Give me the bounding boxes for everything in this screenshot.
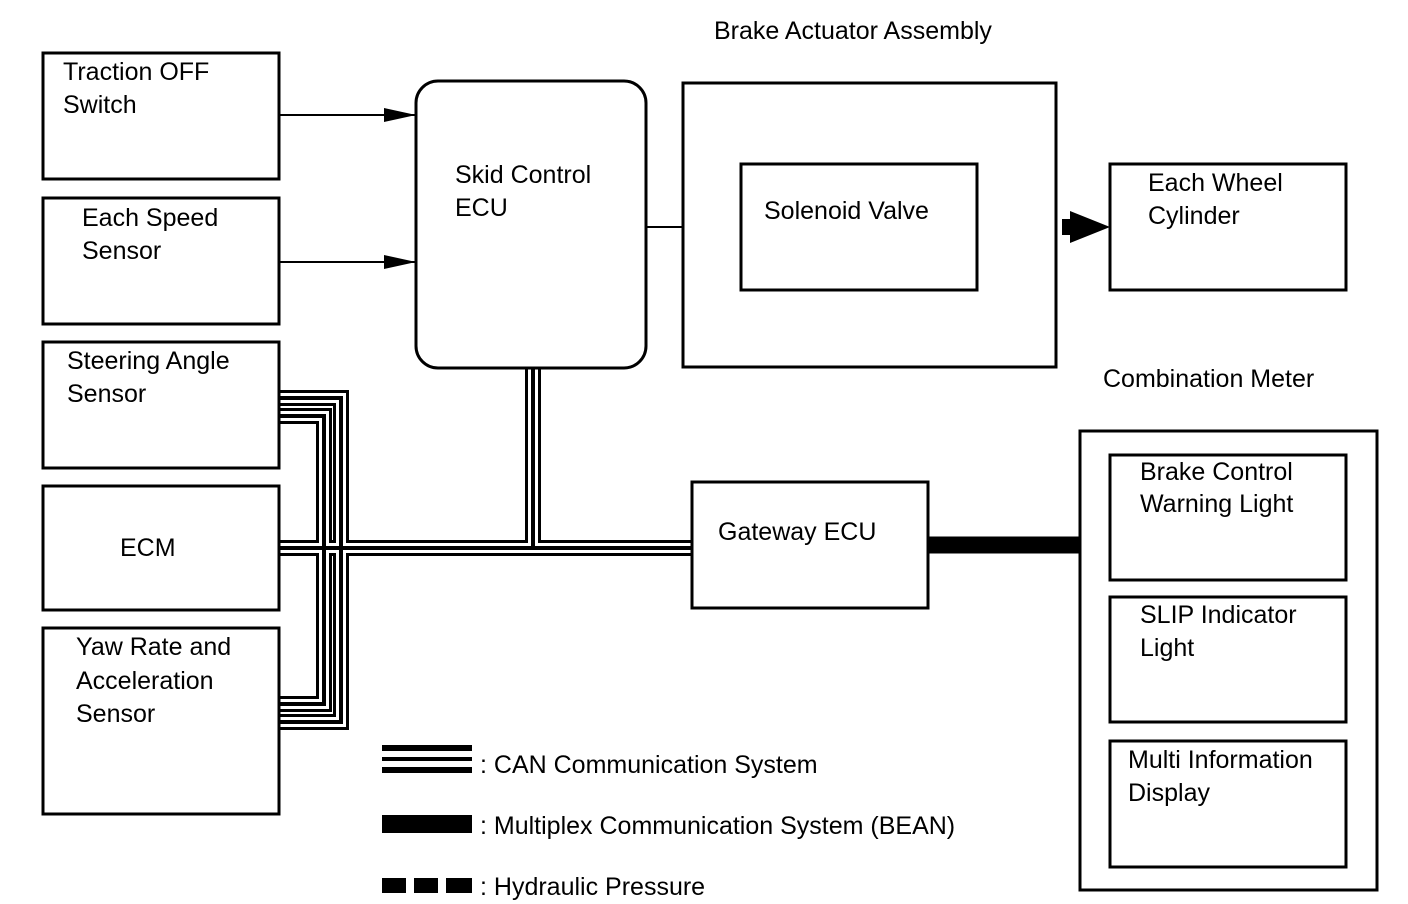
solenoid-valve-box — [739, 162, 979, 292]
traction-off-switch-label: Traction OFF Switch — [63, 58, 216, 119]
legend-can-symbol — [382, 745, 472, 773]
combination-meter-title: Combination Meter — [1103, 365, 1314, 393]
legend-hydraulic-label: : Hydraulic Pressure — [480, 873, 705, 901]
steering-sensor-box — [41, 340, 281, 470]
legend-can-label: : CAN Communication System — [480, 751, 818, 779]
legend-hydraulic-symbol — [382, 878, 472, 893]
skid-control-ecu-box — [414, 79, 648, 370]
slip-indicator-box — [1108, 595, 1348, 724]
brake-actuator-title: Brake Actuator Assembly — [714, 17, 992, 45]
solenoid-valve-label: Solenoid Valve — [764, 197, 929, 225]
legend: : CAN Communication System : Multiplex C… — [382, 745, 955, 901]
speed-sensor-box — [41, 196, 281, 326]
multi-info-display-label: Multi Information Display — [1128, 746, 1320, 807]
multi-info-display-box — [1108, 739, 1348, 869]
can-bus-lines — [280, 368, 692, 730]
brake-warning-light-label: Brake Control Warning Light — [1140, 458, 1300, 518]
brake-warning-light-box — [1108, 453, 1348, 582]
yaw-rate-sensor-label: Yaw Rate and Acceleration Sensor — [76, 633, 238, 728]
ecm-label: ECM — [120, 534, 176, 562]
wheel-cylinder-box — [1108, 162, 1348, 292]
gateway-ecu-box — [690, 480, 930, 610]
steering-sensor-label: Steering Angle Sensor — [67, 347, 237, 408]
traction-off-switch-box — [41, 51, 281, 181]
skid-control-ecu-label: Skid Control ECU — [455, 161, 598, 222]
legend-bean-symbol — [382, 815, 472, 833]
speed-sensor-label: Each Speed Sensor — [82, 204, 225, 265]
wheel-cylinder-label: Each Wheel Cylinder — [1148, 169, 1290, 230]
slip-indicator-label: SLIP Indicator Light — [1140, 601, 1304, 662]
yaw-rate-sensor-box — [41, 626, 281, 816]
ecm-box — [41, 484, 281, 612]
gateway-ecu-label: Gateway ECU — [718, 518, 876, 546]
legend-bean-label: : Multiplex Communication System (BEAN) — [480, 812, 955, 840]
